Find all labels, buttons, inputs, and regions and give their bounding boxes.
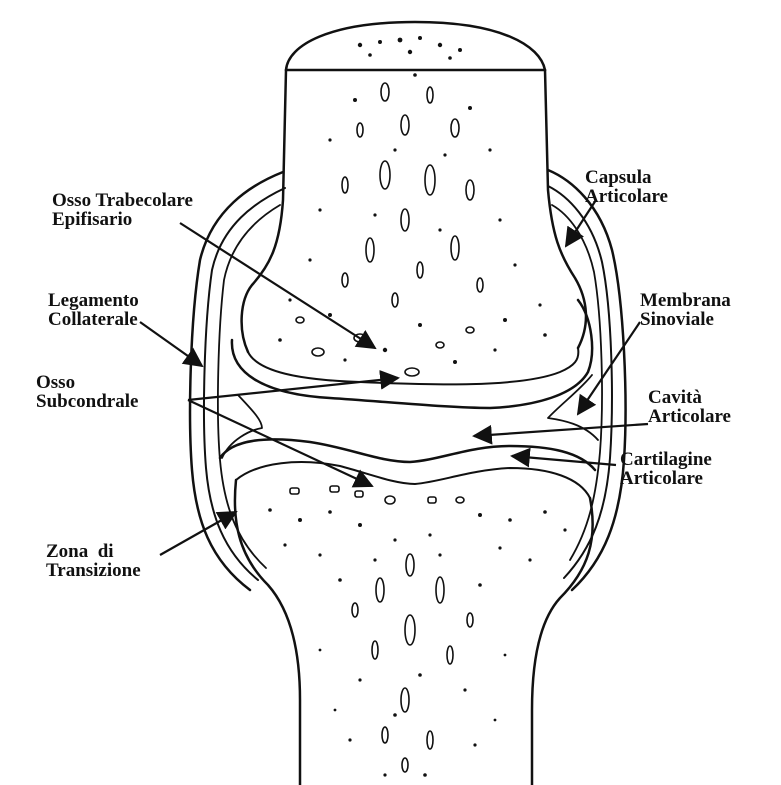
arrow-membrana-sinoviale — [578, 322, 640, 414]
upper-bone-right-edge — [545, 70, 586, 348]
arrow-osso-subcondrale-down — [188, 400, 372, 486]
upper-cartilage-inner — [248, 348, 578, 384]
label-line: Articolare — [620, 469, 712, 488]
label-capsula-articolare: Capsula Articolare — [585, 168, 668, 206]
label-membrana-sinoviale: Membrana Sinoviale — [640, 291, 731, 329]
label-line: Articolare — [648, 407, 731, 426]
label-line: Sinoviale — [640, 310, 731, 329]
label-line: Subcondrale — [36, 392, 138, 411]
label-cartilagine-articolare: Cartilagine Articolare — [620, 450, 712, 488]
upper-bone-outline — [286, 22, 545, 70]
label-line: Articolare — [585, 187, 668, 206]
arrow-zona-transizione — [160, 512, 236, 555]
label-line: Collaterale — [48, 310, 139, 329]
label-line: Cavità — [648, 388, 731, 407]
label-cavita-articolare: Cavità Articolare — [648, 388, 731, 426]
label-line: Cartilagine — [620, 450, 712, 469]
lower-cartilage-outer — [220, 439, 595, 470]
label-zona-di-transizione: Zona di Transizione — [46, 542, 141, 580]
label-line: Osso — [36, 373, 138, 392]
arrow-cavita-articolare — [474, 424, 648, 436]
label-line: Membrana — [640, 291, 731, 310]
lower-trabecular-dots — [268, 508, 566, 777]
label-line: Osso Trabecolare — [52, 191, 193, 210]
label-legamento-collaterale: Legamento Collaterale — [48, 291, 139, 329]
label-line: Capsula — [585, 168, 668, 187]
upper-trabecular-pores — [296, 83, 483, 376]
upper-cartilage-outer — [232, 300, 592, 408]
label-line: Epifisario — [52, 210, 193, 229]
arrow-osso-subcondrale-up — [188, 378, 398, 400]
label-line: Zona di — [46, 542, 141, 561]
lower-bone-right-edge — [532, 498, 593, 785]
lower-bone-left-edge — [235, 480, 300, 785]
lower-cartilage-inner — [236, 462, 590, 498]
upper-trabecular-dots — [278, 36, 547, 364]
label-line: Transizione — [46, 561, 141, 580]
label-osso-trabecolare-epifisario: Osso Trabecolare Epifisario — [52, 191, 193, 229]
right-capsule-inner — [552, 205, 602, 560]
left-synovial-fold — [222, 395, 262, 458]
label-osso-subcondrale: Osso Subcondrale — [36, 373, 138, 411]
lower-trabecular-pores — [290, 486, 473, 772]
label-line: Legamento — [48, 291, 139, 310]
